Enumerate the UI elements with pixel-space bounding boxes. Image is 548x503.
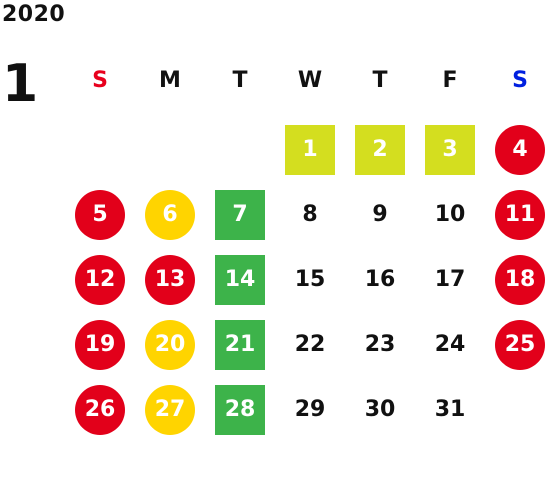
day-2[interactable]: 2 bbox=[355, 125, 405, 175]
weekday-sunday: S bbox=[92, 68, 108, 93]
day-21[interactable]: 21 bbox=[215, 320, 265, 370]
weekday-friday: F bbox=[442, 68, 458, 93]
day-25[interactable]: 25 bbox=[495, 320, 545, 370]
day-7[interactable]: 7 bbox=[215, 190, 265, 240]
day-22[interactable]: 22 bbox=[294, 332, 326, 357]
weekday-saturday: S bbox=[512, 68, 528, 93]
month-label: 1 bbox=[2, 54, 39, 114]
day-29[interactable]: 29 bbox=[294, 397, 326, 422]
day-27[interactable]: 27 bbox=[145, 385, 195, 435]
day-24[interactable]: 24 bbox=[434, 332, 466, 357]
day-30[interactable]: 30 bbox=[364, 397, 396, 422]
day-12[interactable]: 12 bbox=[75, 255, 125, 305]
weekday-thursday: T bbox=[372, 68, 388, 93]
weekday-tuesday: T bbox=[232, 68, 248, 93]
weekday-monday: M bbox=[159, 68, 181, 93]
day-14[interactable]: 14 bbox=[215, 255, 265, 305]
day-10[interactable]: 10 bbox=[434, 202, 466, 227]
day-8[interactable]: 8 bbox=[302, 202, 318, 227]
day-9[interactable]: 9 bbox=[372, 202, 388, 227]
day-23[interactable]: 23 bbox=[364, 332, 396, 357]
day-26[interactable]: 26 bbox=[75, 385, 125, 435]
day-6[interactable]: 6 bbox=[145, 190, 195, 240]
day-4[interactable]: 4 bbox=[495, 125, 545, 175]
day-31[interactable]: 31 bbox=[434, 397, 466, 422]
day-20[interactable]: 20 bbox=[145, 320, 195, 370]
day-3[interactable]: 3 bbox=[425, 125, 475, 175]
year-label: 2020 bbox=[2, 2, 66, 27]
day-19[interactable]: 19 bbox=[75, 320, 125, 370]
weekday-wednesday: W bbox=[297, 68, 323, 93]
day-28[interactable]: 28 bbox=[215, 385, 265, 435]
day-13[interactable]: 13 bbox=[145, 255, 195, 305]
day-18[interactable]: 18 bbox=[495, 255, 545, 305]
day-5[interactable]: 5 bbox=[75, 190, 125, 240]
day-17[interactable]: 17 bbox=[434, 267, 466, 292]
day-1[interactable]: 1 bbox=[285, 125, 335, 175]
day-15[interactable]: 15 bbox=[294, 267, 326, 292]
day-11[interactable]: 11 bbox=[495, 190, 545, 240]
day-16[interactable]: 16 bbox=[364, 267, 396, 292]
